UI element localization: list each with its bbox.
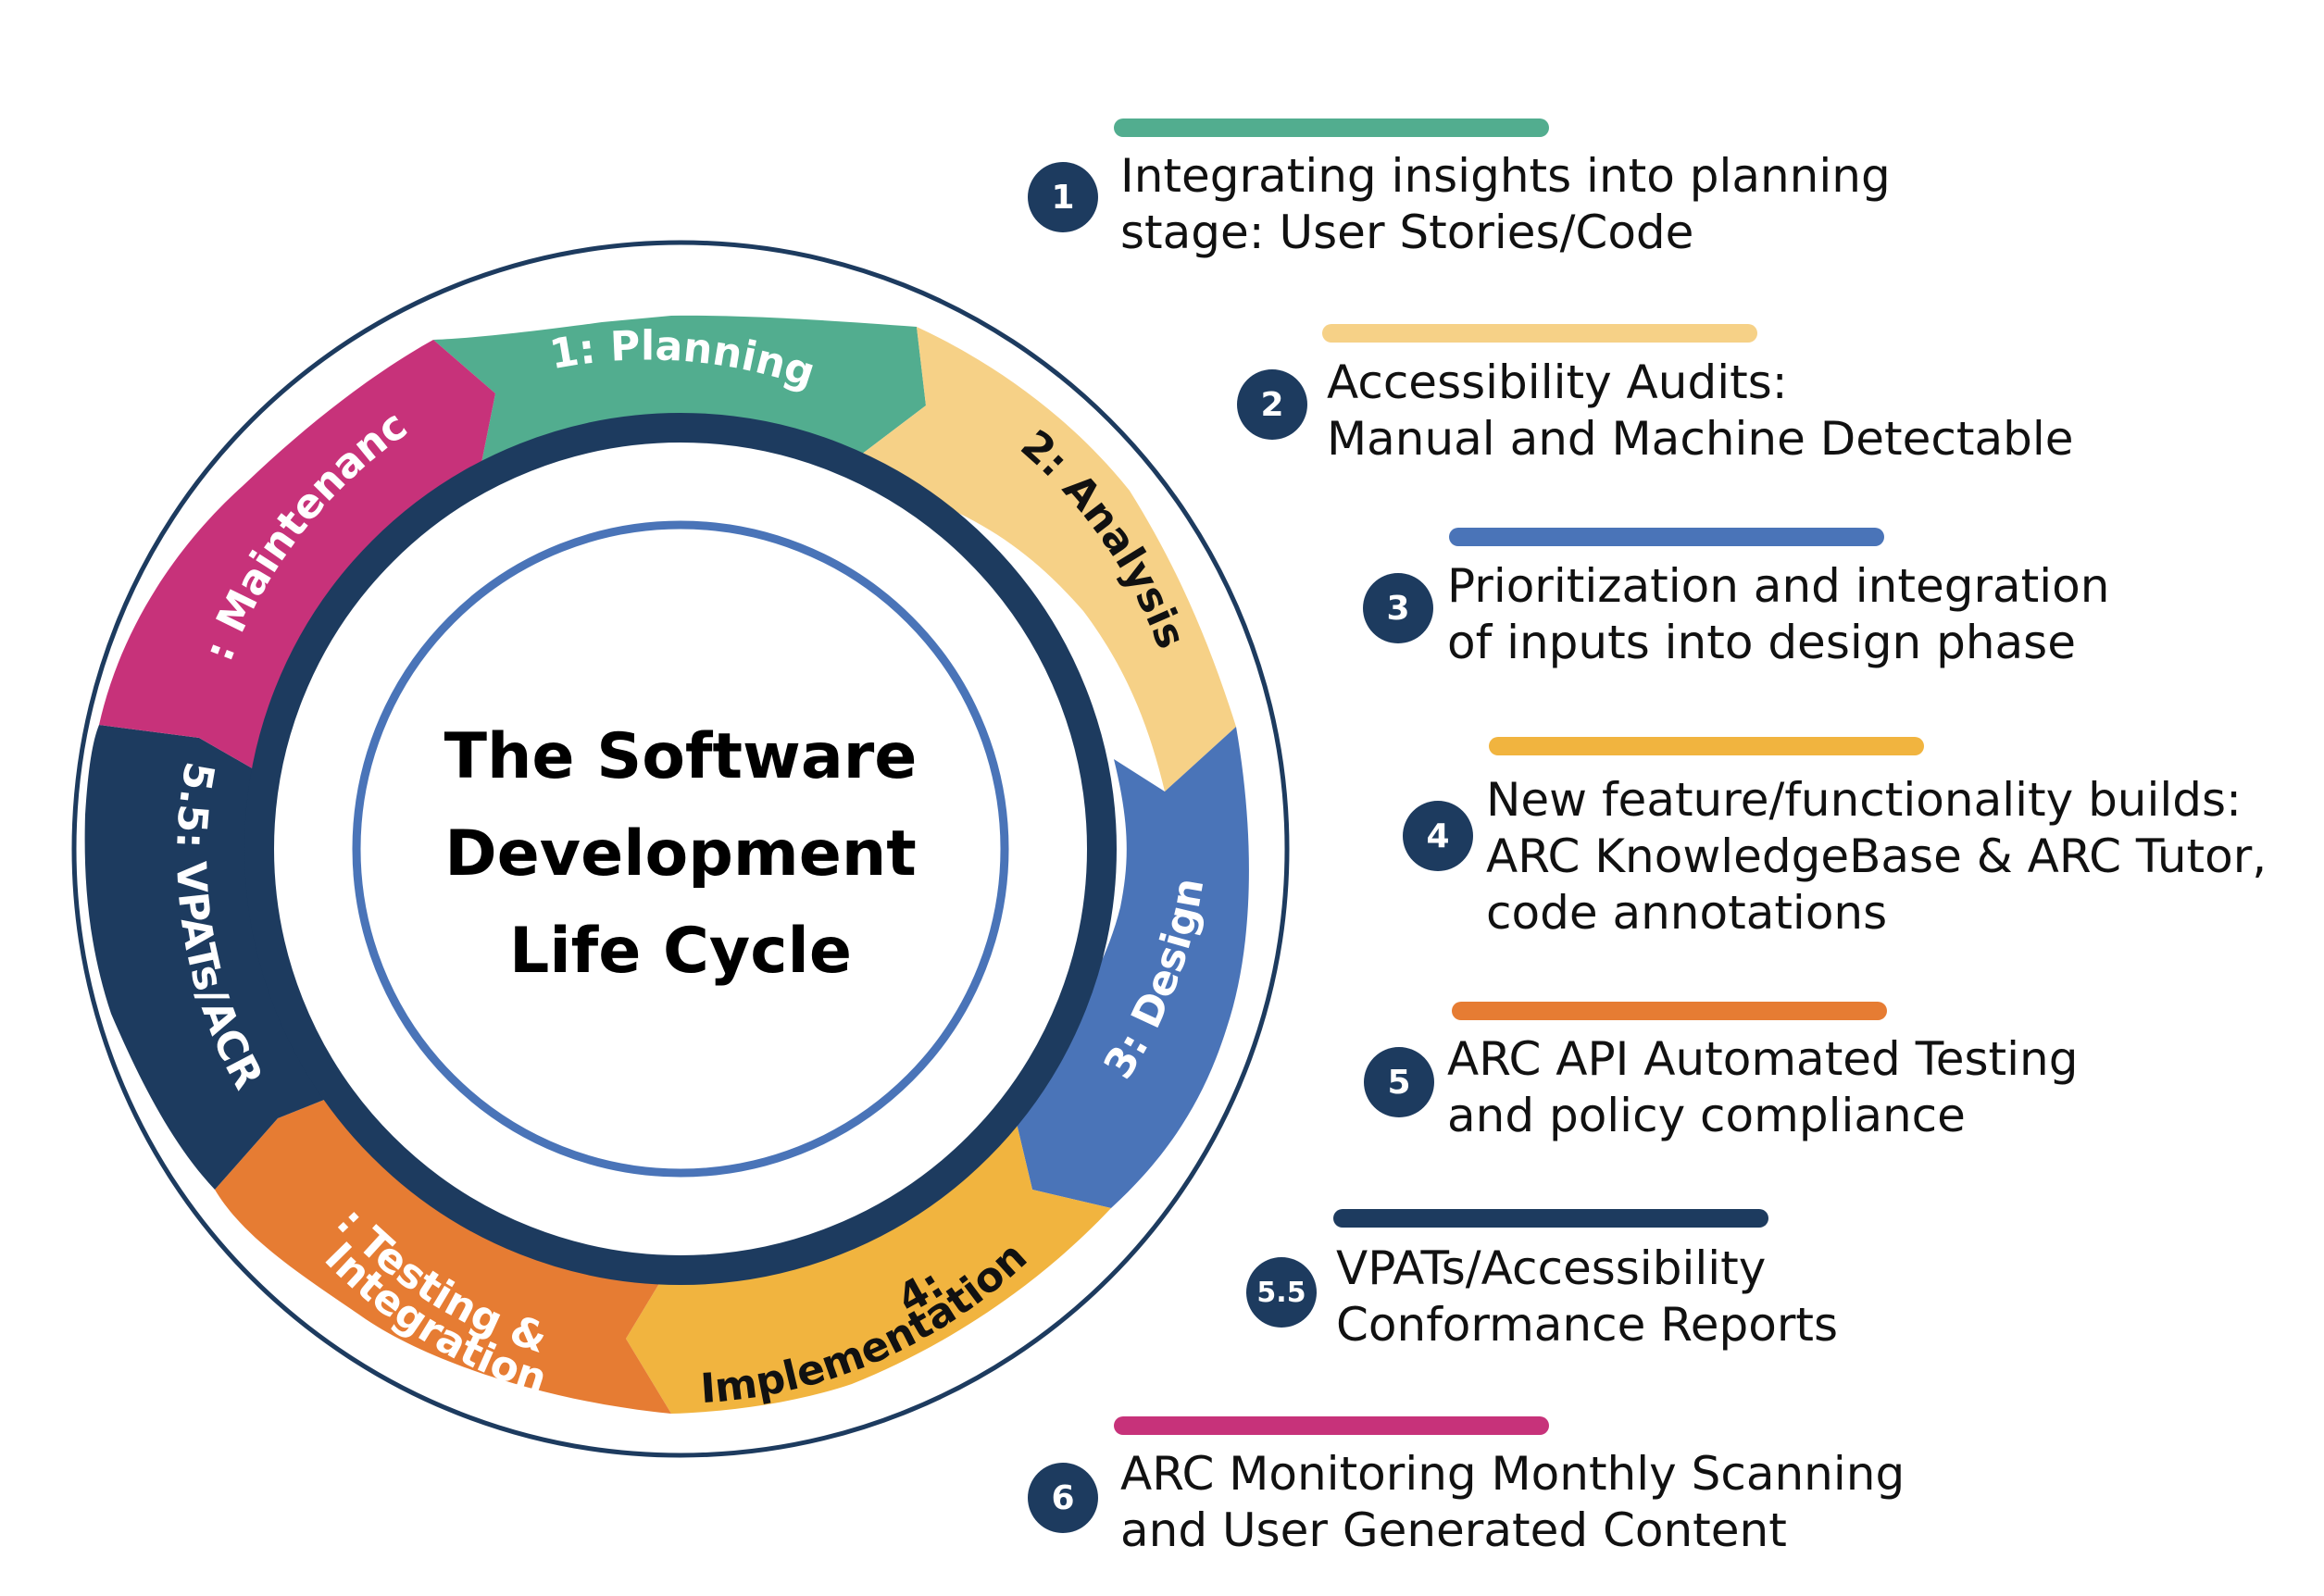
color-bar-2 <box>1322 324 1757 343</box>
segment-vpats <box>84 725 343 1190</box>
segment-design <box>1009 727 1249 1208</box>
legend-text-2: Accessibility Audits:Manual and Machine … <box>1327 355 2074 466</box>
color-bar-4 <box>1489 737 1924 755</box>
number-badge-5: 5 <box>1364 1047 1434 1117</box>
center-title-line2: Development <box>444 817 917 891</box>
outer-ring <box>71 240 1290 1458</box>
number-badge-4: 4 <box>1403 801 1473 871</box>
color-bar-5 <box>1452 1002 1887 1020</box>
color-bar-5-5 <box>1333 1209 1768 1228</box>
segment-maintenance <box>99 340 495 780</box>
life-cycle-wheel: 1: Planning 2: Analysis 3: Design 4: Imp… <box>71 240 1290 1458</box>
legend-text-4: New feature/functionality builds:ARC Kno… <box>1486 773 2268 940</box>
segment-analysis <box>838 327 1236 792</box>
center-title-line3: Life Cycle <box>509 915 852 988</box>
segment-testing <box>215 1092 682 1414</box>
number-badge-3: 3 <box>1363 573 1433 643</box>
color-bar-3 <box>1449 528 1884 546</box>
inner-blue-ring <box>352 520 1009 1178</box>
center-title-line1: The Software <box>444 720 918 793</box>
segment-implementation <box>626 1092 1111 1414</box>
